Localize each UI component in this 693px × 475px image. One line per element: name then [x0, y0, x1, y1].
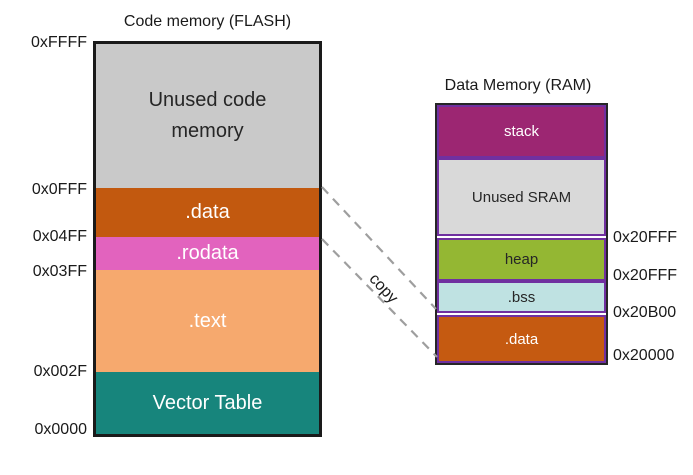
flash-address-0xFFFF: 0xFFFF — [31, 34, 87, 51]
ram-segment-unused-sram: Unused SRAM — [437, 158, 606, 236]
flash-address-0x03FF: 0x03FF — [32, 263, 87, 280]
copy-label: copy — [365, 270, 402, 307]
flash-segment-data-label: .data — [185, 201, 230, 223]
flash-address-0x04FF: 0x04FF — [32, 228, 87, 245]
ram-segment-stack-label: stack — [503, 123, 539, 140]
ram-segment-bss-label: .bss — [507, 288, 536, 306]
ram-segment-data-label: .data — [504, 330, 539, 348]
flash-memory-box: Unused code memory .data .rodata .text V… — [93, 41, 322, 437]
flash-segment-rodata: .rodata — [96, 237, 319, 270]
ram-memory-box: stack Unused SRAM heap .bss .data — [435, 103, 608, 365]
ram-segment-data: .data — [437, 315, 606, 363]
flash-segment-unused-code: Unused code memory — [96, 44, 319, 188]
ram-segment-stack: stack — [437, 105, 606, 158]
flash-address-0x0FFF: 0x0FFF — [31, 181, 87, 198]
ram-segment-unused-sram-label: Unused SRAM — [471, 188, 572, 206]
ram-segment-bss: .bss — [437, 281, 606, 313]
flash-segment-rodata-label: .rodata — [176, 242, 239, 264]
flash-segment-data: .data — [96, 188, 319, 237]
ram-title: Data Memory (RAM) — [444, 77, 592, 94]
ram-segment-heap: heap — [437, 238, 606, 281]
flash-address-0x0000: 0x0000 — [34, 421, 88, 438]
ram-address-heap-bottom: 0x20FFF — [613, 267, 678, 284]
flash-segment-vector-table: Vector Table — [96, 372, 319, 434]
flash-title: Code memory (FLASH) — [123, 13, 292, 30]
flash-segment-vector-table-label: Vector Table — [152, 391, 263, 414]
ram-address-bss-bottom: 0x20B00 — [613, 304, 677, 321]
ram-address-ram-bottom: 0x20000 — [613, 347, 675, 364]
flash-segment-unused-code-label: Unused code memory — [148, 89, 267, 142]
flash-address-0x002F: 0x002F — [33, 363, 87, 380]
ram-address-heap-top: 0x20FFF — [613, 229, 678, 246]
ram-segment-heap-label: heap — [504, 251, 539, 268]
flash-segment-text: .text — [96, 270, 319, 372]
flash-segment-text-label: .text — [188, 309, 227, 332]
